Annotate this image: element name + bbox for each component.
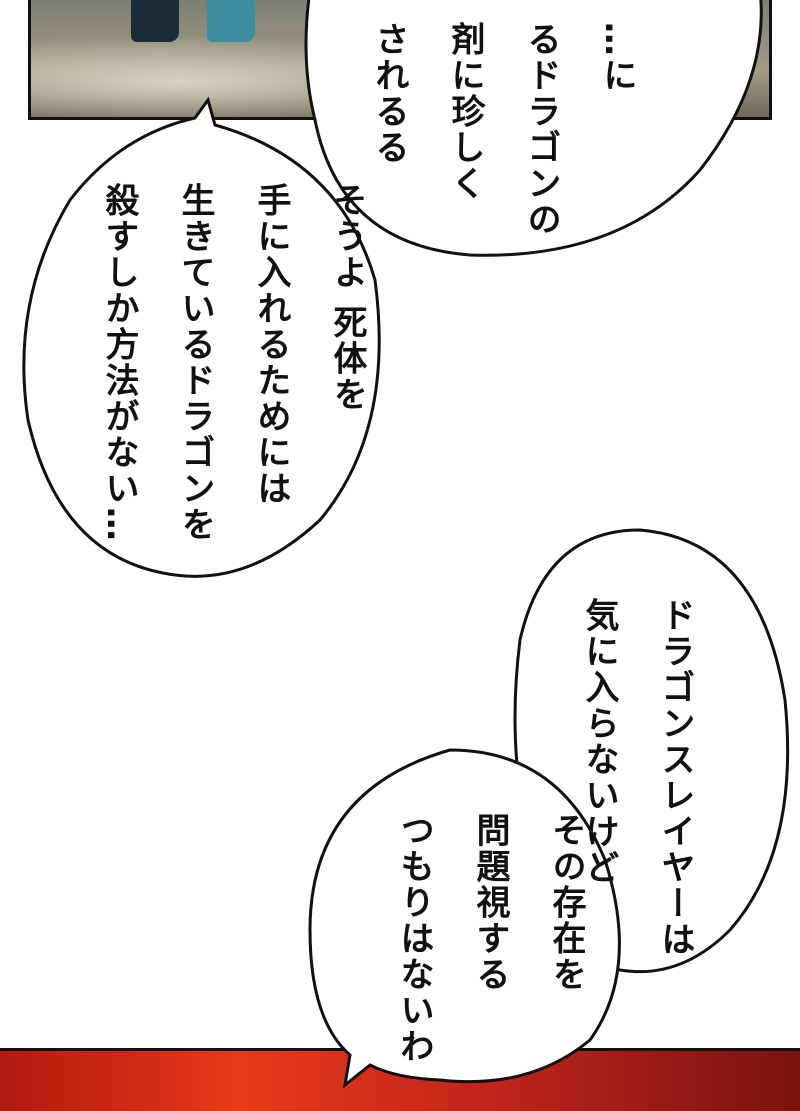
line: 剤に珍しく	[445, 21, 485, 202]
speech-text-top: …に るドラゴンの 剤に珍しく されるる	[369, 0, 674, 254]
line: るドラゴンの	[521, 21, 561, 238]
line: 生きているドラゴンを	[175, 182, 215, 543]
speech-text-left: そうよ 死体を 手に入れるためには 生きているドラゴンを 殺すしか方法がない…	[99, 155, 404, 565]
line: …に	[597, 21, 637, 94]
line: ドラゴンスレイヤーは	[655, 597, 695, 958]
teal-boot-illustration	[207, 0, 255, 42]
line: されるる	[369, 21, 409, 166]
line: 気に入らないけど	[579, 597, 619, 886]
speech-bubble-right-lower	[308, 748, 621, 1089]
dark-boot-illustration	[131, 0, 179, 42]
line: 手に入れるためには	[251, 182, 291, 507]
line: そうよ 死体を	[327, 182, 367, 413]
speech-text-right-upper: ドラゴンスレイヤーは 気に入らないけど	[579, 570, 732, 958]
speech-bubble-left	[22, 96, 381, 578]
line: その存在を	[546, 812, 586, 993]
speech-text-right-lower: その存在を 問題視する つもりはないわ	[394, 785, 623, 1065]
line: 問題視する	[470, 812, 510, 993]
speech-bubble-top	[304, 0, 763, 257]
line: つもりはないわ	[394, 812, 434, 1065]
line: 殺すしか方法がない…	[99, 182, 139, 543]
